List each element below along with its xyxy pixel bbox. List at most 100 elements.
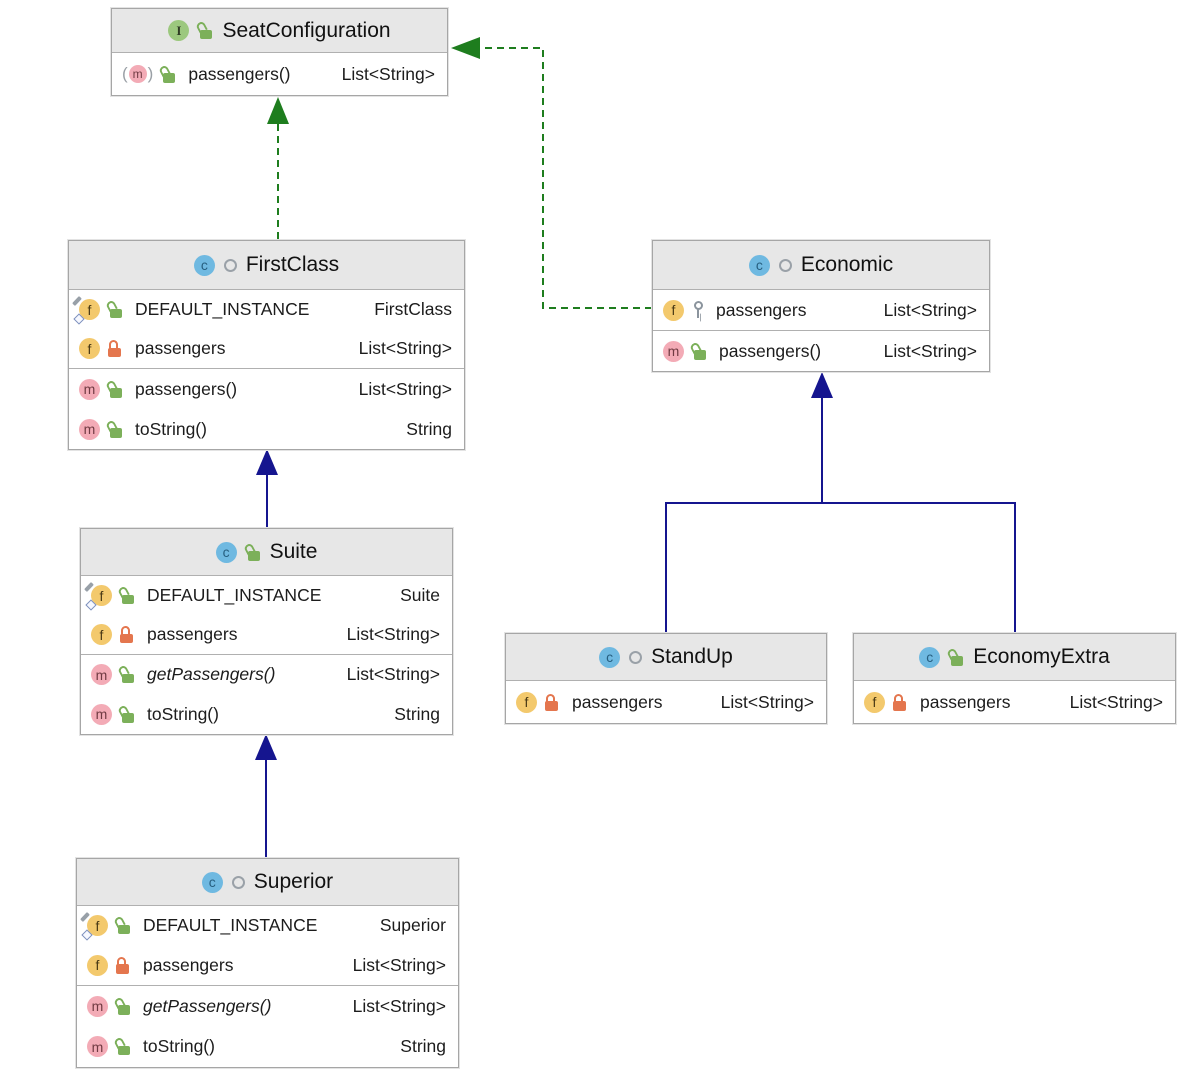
- ring-icon: [629, 650, 643, 664]
- class-header[interactable]: I SeatConfiguration: [112, 9, 447, 52]
- member-name: getPassengers(): [143, 995, 272, 1016]
- member-type: String: [406, 418, 452, 439]
- member-name: toString(): [143, 1036, 215, 1057]
- member-type: List<String>: [720, 691, 814, 712]
- field-row[interactable]: f passengers List<String>: [506, 681, 826, 723]
- lock-open-icon: [113, 1036, 131, 1056]
- class-icon: c: [748, 254, 770, 276]
- lock-open-icon: [113, 915, 131, 935]
- class-icon: c: [215, 541, 237, 563]
- method-row[interactable]: m toString() String: [77, 1027, 458, 1068]
- extends-edge-suite-firstclass[interactable]: [256, 449, 278, 528]
- class-box-firstclass[interactable]: c FirstClass f DEFAULT_INSTANCE FirstCla…: [68, 240, 465, 450]
- member-name: passengers: [572, 691, 663, 712]
- lock-closed-icon: [108, 340, 123, 357]
- field-row[interactable]: f DEFAULT_INSTANCE FirstClass: [69, 290, 464, 329]
- class-title: Suite: [269, 540, 318, 563]
- class-title: EconomyExtra: [973, 645, 1110, 668]
- member-type: List<String>: [346, 664, 440, 685]
- field-row[interactable]: f passengers List<String>: [81, 615, 452, 654]
- class-title: Superior: [253, 870, 334, 893]
- field-icon: f: [79, 338, 100, 359]
- method-icon: m: [87, 1036, 108, 1058]
- member-type: List<String>: [883, 299, 977, 320]
- field-icon: f: [91, 624, 112, 645]
- static-field-icon: f: [80, 912, 108, 941]
- key-icon: [692, 301, 704, 319]
- member-name: passengers: [135, 338, 226, 358]
- class-box-suite[interactable]: c Suite f DEFAULT_INSTANCE Suite f passe…: [80, 528, 453, 735]
- method-icon: m: [79, 378, 100, 400]
- class-title: Economic: [800, 253, 894, 276]
- member-type: List<String>: [346, 624, 440, 644]
- ring-icon: [223, 258, 237, 272]
- method-row[interactable]: m passengers() List<String>: [69, 369, 464, 409]
- static-field-icon: f: [84, 581, 112, 611]
- ring-icon: [231, 875, 245, 889]
- field-row[interactable]: f DEFAULT_INSTANCE Superior: [77, 906, 458, 946]
- class-box-economic[interactable]: c Economic f passengers List<String> m p…: [652, 240, 990, 372]
- class-box-superior[interactable]: c Superior f DEFAULT_INSTANCE Superior f…: [76, 858, 459, 1068]
- class-header[interactable]: c Suite: [81, 529, 452, 575]
- class-box-standup[interactable]: c StandUp f passengers List<String>: [505, 633, 827, 724]
- field-row[interactable]: f passengers List<String>: [653, 290, 989, 330]
- field-row[interactable]: f passengers List<String>: [69, 329, 464, 368]
- field-row[interactable]: f DEFAULT_INSTANCE Suite: [81, 576, 452, 615]
- class-box-seatconfiguration[interactable]: I SeatConfiguration m passengers() List<…: [111, 8, 448, 96]
- lock-open-icon: [117, 585, 135, 604]
- member-type: List<String>: [352, 995, 446, 1016]
- class-icon: c: [599, 646, 621, 668]
- member-type: List<String>: [883, 340, 977, 361]
- field-icon: f: [87, 954, 108, 976]
- lock-closed-icon: [120, 626, 135, 643]
- member-type: FirstClass: [374, 299, 452, 319]
- method-icon: m: [91, 703, 112, 725]
- member-name: passengers(): [188, 63, 291, 84]
- method-row[interactable]: m getPassengers() List<String>: [81, 655, 452, 695]
- class-header[interactable]: c StandUp: [506, 634, 826, 680]
- field-icon: f: [516, 691, 537, 713]
- method-row[interactable]: m getPassengers() List<String>: [77, 986, 458, 1027]
- class-title: FirstClass: [245, 253, 340, 276]
- method-icon: m: [91, 664, 112, 686]
- member-type: String: [400, 1036, 446, 1057]
- method-icon: m: [663, 340, 684, 362]
- field-row[interactable]: f passengers List<String>: [854, 681, 1175, 723]
- method-row[interactable]: m toString() String: [81, 695, 452, 735]
- member-name: passengers(): [719, 340, 822, 361]
- class-header[interactable]: c FirstClass: [69, 241, 464, 289]
- lock-open-icon: [117, 664, 135, 684]
- field-row[interactable]: f passengers List<String>: [77, 946, 458, 986]
- extends-edge-superior-suite[interactable]: [255, 734, 277, 858]
- field-icon: f: [864, 691, 885, 713]
- member-name: passengers(): [135, 378, 238, 399]
- ring-icon: [778, 258, 792, 272]
- implements-edge-economic-seatconfiguration[interactable]: [451, 37, 652, 309]
- method-row[interactable]: m passengers() List<String>: [653, 331, 989, 371]
- extends-edge-standup-economyextra-economic[interactable]: [665, 372, 1016, 633]
- member-name: toString(): [147, 703, 219, 724]
- interface-icon: I: [168, 20, 190, 41]
- method-row[interactable]: m passengers() List<String>: [112, 53, 447, 95]
- implements-edge-firstclass-seatconfiguration[interactable]: [267, 97, 289, 240]
- abstract-method-icon: m: [122, 64, 153, 84]
- lock-open-icon: [105, 378, 123, 398]
- class-header[interactable]: c Superior: [77, 859, 458, 905]
- method-row[interactable]: m toString() String: [69, 409, 464, 449]
- member-type: List<String>: [358, 338, 452, 358]
- member-name: passengers: [147, 624, 238, 644]
- lock-open-icon: [158, 63, 176, 83]
- class-box-economyextra[interactable]: c EconomyExtra f passengers List<String>: [853, 633, 1176, 724]
- lock-open-icon: [946, 646, 964, 666]
- class-header[interactable]: c EconomyExtra: [854, 634, 1175, 680]
- class-header[interactable]: c Economic: [653, 241, 989, 289]
- lock-open-icon: [195, 20, 213, 39]
- member-type: Suite: [400, 585, 440, 605]
- lock-open-icon: [105, 299, 123, 318]
- lock-open-icon: [113, 996, 131, 1015]
- lock-open-icon: [689, 340, 707, 360]
- member-type: List<String>: [1069, 691, 1163, 712]
- member-type: List<String>: [358, 378, 452, 399]
